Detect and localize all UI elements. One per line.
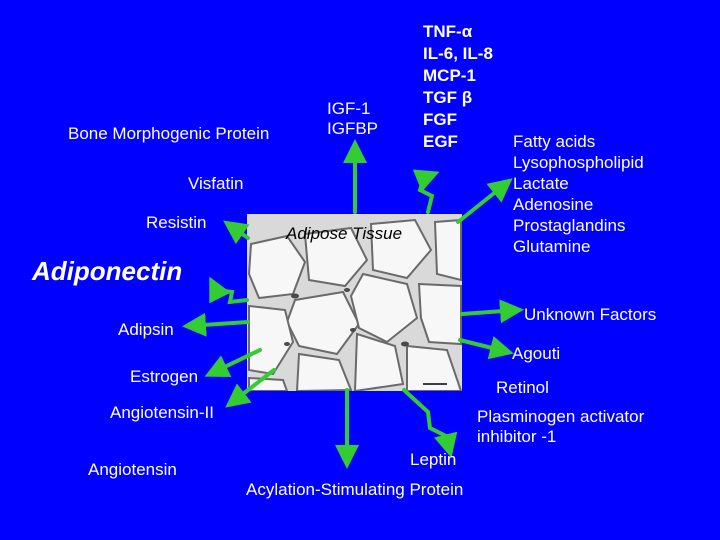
arrow-cytokines — [412, 169, 440, 214]
label-visfatin: Visfatin — [188, 174, 244, 193]
lipid-item: Prostaglandins — [513, 216, 626, 235]
arrow-unknown — [460, 299, 524, 324]
label-agouti: Agouti — [512, 344, 561, 363]
label-adipsin: Adipsin — [118, 320, 174, 339]
arrow-estrogen — [204, 348, 262, 378]
pai-item: Plasminogen activator — [477, 407, 645, 426]
label-angiotensin-ii: Angiotensin-II — [110, 403, 214, 422]
cytokine-item: EGF — [423, 132, 458, 151]
cytokine-item: TGF β — [423, 88, 473, 107]
lipid-item: Glutamine — [513, 237, 591, 256]
arrow-adipsin — [182, 312, 250, 337]
arrow-leptin — [402, 388, 458, 458]
lipid-item: Lactate — [513, 174, 569, 193]
cytokine-item: TNF-α — [423, 22, 473, 41]
lipid-item: Lysophospholipid — [513, 153, 644, 172]
label-estrogen: Estrogen — [130, 367, 199, 386]
label-acylation-stimulating-protein: Acylation-Stimulating Protein — [246, 480, 464, 499]
arrow-resistin — [223, 220, 250, 245]
arrow-angiotensin-ii — [225, 368, 276, 408]
lipid-item: Adenosine — [513, 195, 594, 214]
arrow-agouti — [458, 335, 514, 360]
label-resistin: Resistin — [146, 213, 207, 232]
label-angiotensin: Angiotensin — [88, 460, 177, 479]
label-leptin: Leptin — [410, 450, 457, 469]
label-bone-morphogenic-protein: Bone Morphogenic Protein — [68, 124, 270, 143]
label-unknown-factors: Unknown Factors — [524, 305, 657, 324]
cytokine-list: TNF-α IL-6, IL-8 MCP-1 TGF β FGF EGF — [423, 21, 493, 153]
label-adiponectin: Adiponectin — [32, 256, 183, 286]
arrow-lipids — [456, 178, 513, 224]
igf-list: IGF-1 IGFBP — [327, 99, 378, 139]
lipid-list: Fatty acids Lysophospholipid Lactate Ade… — [513, 131, 644, 257]
label-retinol: Retinol — [496, 378, 549, 397]
igf-item: IGFBP — [327, 119, 379, 138]
cytokine-item: MCP-1 — [423, 66, 476, 85]
lipid-item: Fatty acids — [513, 132, 596, 151]
igf-item: IGF-1 — [327, 99, 371, 118]
center-title: Adipose Tissue — [286, 224, 403, 243]
pai-list: Plasminogen activator inhibitor -1 — [477, 407, 644, 447]
cytokine-item: FGF — [423, 110, 457, 129]
adipose-tissue-micrograph — [247, 214, 462, 391]
pai-item: inhibitor -1 — [477, 427, 557, 446]
cytokine-item: IL-6, IL-8 — [423, 44, 493, 63]
arrow-adiponectin — [209, 276, 249, 305]
